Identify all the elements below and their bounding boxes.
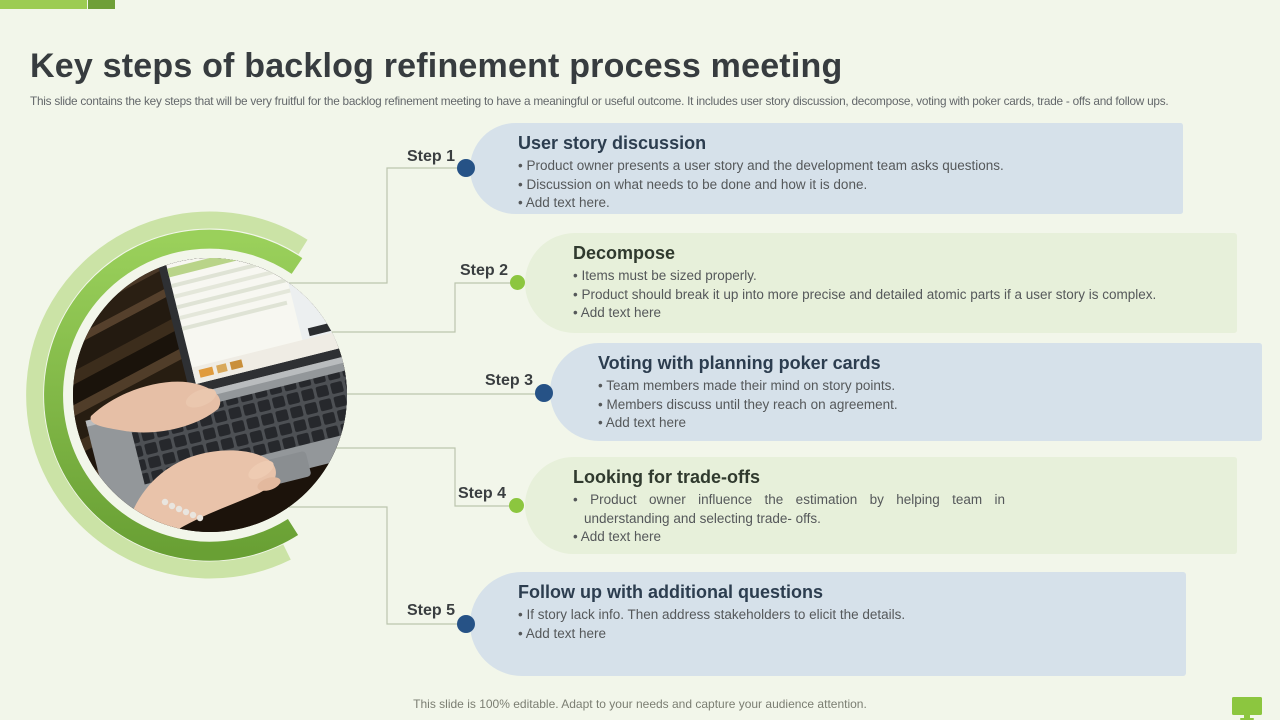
step-box-1: User story discussion Product owner pres… [470,123,1183,214]
step-dot-5 [457,615,475,633]
monitor-icon [1232,697,1262,720]
step-box-2: Decompose Items must be sized properly. … [525,233,1237,333]
step-title: Looking for trade-offs [573,467,760,487]
step-bullet: Add text here [598,414,1244,433]
page-title: Key steps of backlog refinement process … [30,46,843,85]
step-bullet: Product owner influence the estimation b… [573,491,1005,528]
step-bullets: Items must be sized properly. Product sh… [573,267,1219,323]
step-title: Voting with planning poker cards [598,353,881,373]
step-label-2: Step 2 [459,262,508,279]
step-label-4: Step 4 [457,485,506,502]
step-bullets: Product owner presents a user story and … [518,157,1165,213]
step-dot-4 [509,498,524,513]
step-box-4: Looking for trade-offs Product owner inf… [525,457,1237,554]
step-bullets: Team members made their mind on story po… [598,377,1244,433]
top-accent-bar-dark [88,0,115,9]
step-bullet: Discussion on what needs to be done and … [518,176,1165,195]
step-dot-3 [535,384,553,402]
step-title: Follow up with additional questions [518,582,823,602]
step-box-5: Follow up with additional questions If s… [470,572,1186,676]
hands-typing-on-laptop-photo [73,258,347,532]
step-bullet: Add text here. [518,194,1165,213]
step-bullet: Add text here [573,528,1005,547]
top-accent-bar-light [0,0,87,9]
step-bullet: If story lack info. Then address stakeho… [518,606,1168,625]
step-title: Decompose [573,243,676,263]
step-label-3: Step 3 [484,372,533,389]
step-bullets: If story lack info. Then address stakeho… [518,606,1168,643]
step-label-5: Step 5 [406,602,455,619]
step-bullet: Product owner presents a user story and … [518,157,1165,176]
step-bullet: Team members made their mind on story po… [598,377,1244,396]
step-bullet: Members discuss until they reach on agre… [598,396,1244,415]
step-bullets: Product owner influence the estimation b… [573,491,1005,547]
step-dot-2 [510,275,525,290]
step-bullet: Product should break it up into more pre… [573,286,1219,305]
step-bullet: Items must be sized properly. [573,267,1219,286]
slide-subtitle: This slide contains the key steps that w… [30,93,1169,108]
step-label-1: Step 1 [406,148,455,165]
green-arc-rings [26,211,308,579]
step-box-3: Voting with planning poker cards Team me… [550,343,1262,441]
step-title: User story discussion [518,133,707,153]
step-bullet: Add text here [573,304,1219,323]
step-dot-1 [457,159,475,177]
footer-note: This slide is 100% editable. Adapt to yo… [413,697,867,711]
step-bullet: Add text here [518,625,1168,644]
